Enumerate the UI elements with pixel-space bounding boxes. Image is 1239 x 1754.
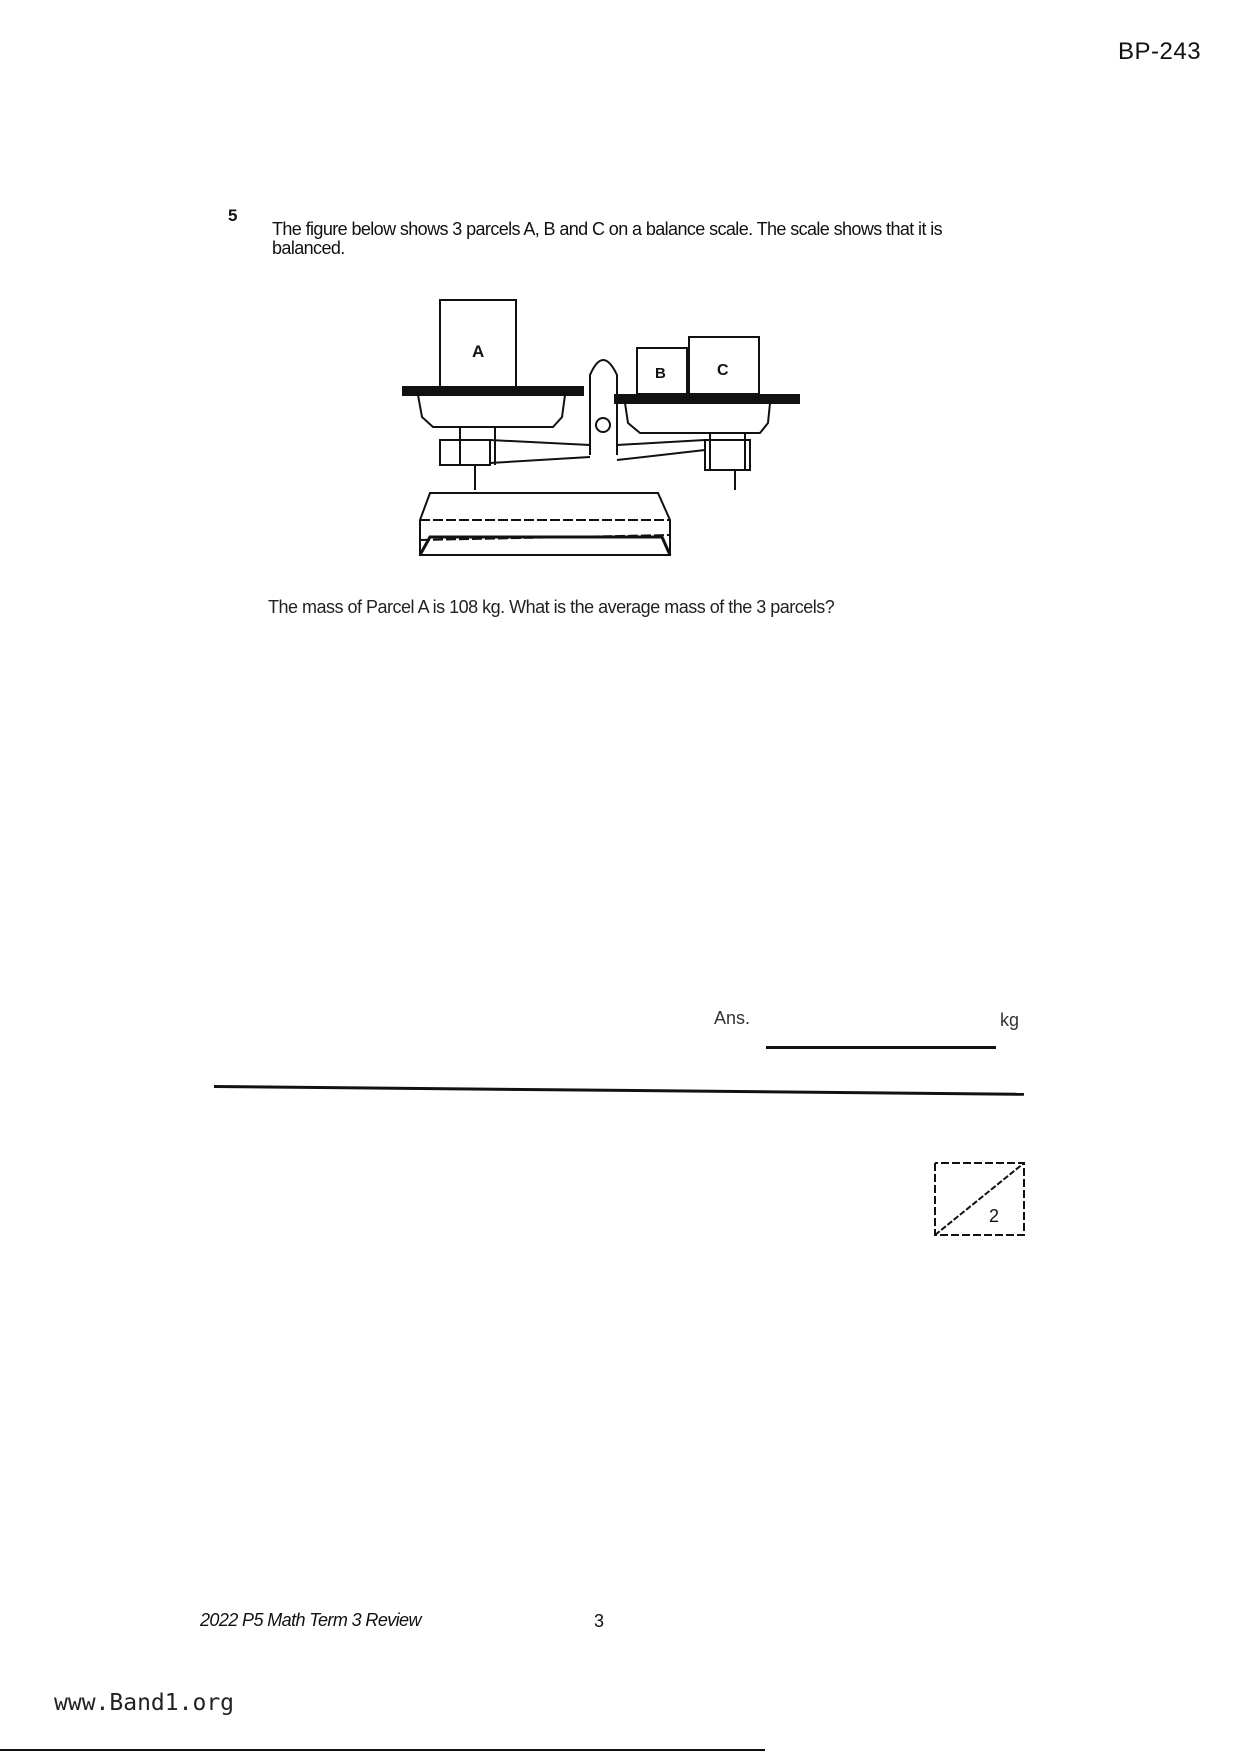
parcel-c-label: C [717, 362, 729, 379]
answer-unit: kg [1000, 1010, 1020, 1030]
answer-blank[interactable] [766, 1046, 996, 1049]
answer-label: Ans. [714, 1008, 751, 1028]
balance-scale-figure: A B C [400, 295, 801, 565]
question-prompt: The mass of Parcel A is 108 kg. What is … [268, 597, 835, 617]
website-link[interactable]: www.Band1.org [54, 1690, 235, 1716]
question-text: The figure below shows 3 parcels A, B an… [272, 219, 943, 258]
bottom-rule [0, 1749, 765, 1751]
marks-value: 2 [989, 1206, 1000, 1226]
section-divider [213, 1085, 1024, 1096]
document-code: BP-243 [1118, 38, 1202, 65]
footer-title: 2022 P5 Math Term 3 Review [200, 1610, 421, 1630]
question-number: 5 [228, 206, 238, 225]
marks-box: 2 [932, 1158, 1028, 1243]
parcel-b-label: B [655, 365, 666, 382]
parcel-a-label: A [472, 342, 484, 361]
page-number: 3 [594, 1611, 605, 1631]
